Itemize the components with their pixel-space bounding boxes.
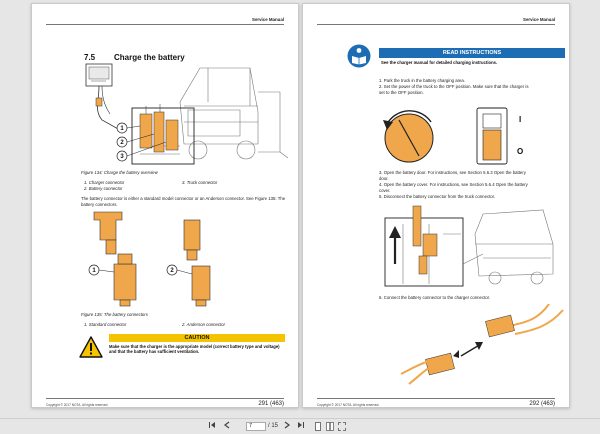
legend-anderson-connector: 2. Anderson connector (182, 322, 226, 327)
left-page: Service Manual 7.5 Charge the battery (31, 3, 299, 408)
header-rule (317, 24, 555, 25)
page-total: / 15 (268, 423, 279, 429)
last-page-button[interactable] (296, 421, 306, 432)
callout-135-1: 1 (92, 268, 96, 274)
read-instructions-label: READ INSTRUCTIONS (379, 48, 565, 58)
section-title: Charge the battery (114, 53, 185, 62)
step-1: 1. Park the truck in the battery chargin… (379, 78, 465, 83)
page-number: 291 (463) (258, 401, 284, 407)
warning-icon (79, 336, 103, 358)
footer-rule (317, 398, 555, 399)
footer-rule (46, 398, 284, 399)
switch-on-label: I (519, 115, 521, 124)
step-4: 4. Open the battery cover. For instructi… (379, 182, 528, 187)
last-page-icon (298, 422, 304, 428)
figure-134-illustration: 1 2 3 (85, 63, 289, 165)
step-3-cont: door. (379, 176, 389, 181)
disconnect-illustration (384, 205, 554, 287)
step-6: 6. Connect the battery connector to the … (379, 295, 491, 300)
caution-label: CAUTION (109, 334, 285, 342)
fullscreen-icon[interactable] (338, 422, 346, 431)
first-page-button[interactable] (207, 421, 217, 432)
legend-charger-connector: 1. Charger connector (84, 180, 125, 185)
step-5: 5. Disconnect the battery connector from… (379, 194, 496, 199)
read-manual-icon (347, 44, 371, 68)
page-header: Service Manual (252, 17, 284, 22)
callout-3: 3 (120, 154, 124, 160)
figure-135-caption: Figure 135: The battery connectors (81, 312, 148, 317)
step-3: 3. Open the battery door. For instructio… (379, 170, 526, 175)
first-page-icon (209, 422, 215, 428)
caution-box: CAUTION Make sure that the charger is th… (79, 334, 285, 360)
step-2-cont: set to the OFF position. (379, 90, 424, 95)
step-2: 2. Set the power of the truck to the OFF… (379, 84, 529, 89)
section-number: 7.5 (84, 53, 96, 62)
footer-copyright: Copyright © 2017 NOTA. All rights reserv… (46, 403, 109, 407)
figure-134-caption: Figure 134: Charge the battery overview (81, 170, 158, 175)
next-page-button[interactable] (282, 421, 292, 432)
right-page: Service Manual READ INSTRUCTIONS See the… (302, 3, 570, 408)
figure-135-illustration: 1 2 (88, 211, 211, 307)
page-number: 292 (463) (529, 401, 555, 407)
caution-text: Make sure that the charger is the approp… (109, 344, 280, 354)
prev-page-button[interactable] (222, 421, 232, 432)
page-header: Service Manual (523, 17, 555, 22)
power-switch-illustration: I O (383, 107, 523, 165)
read-instructions-text: See the charger manual for detailed char… (381, 60, 498, 65)
connect-illustration (400, 304, 564, 385)
callout-2: 2 (120, 140, 124, 146)
switch-off-label: O (517, 147, 523, 156)
viewer-toolbar: 7 / 15 (0, 418, 600, 434)
callout-135-2: 2 (170, 268, 174, 274)
page-number-input[interactable]: 7 (246, 422, 266, 431)
single-page-view-icon[interactable] (314, 422, 322, 431)
chevron-right-icon (284, 421, 290, 429)
header-rule (46, 24, 284, 25)
legend-truck-connector: 3. Truck connector (182, 180, 218, 185)
callout-1: 1 (120, 126, 124, 132)
footer-copyright: Copyright © 2017 NOTA. All rights reserv… (317, 403, 380, 407)
legend-standard-connector: 1. Standard connector (84, 322, 127, 327)
chevron-left-icon (224, 421, 230, 429)
two-page-view-icon[interactable] (326, 422, 334, 431)
legend-battery-connector: 2. Battery connector (84, 186, 123, 191)
step-4-cont: cover. (379, 188, 391, 193)
body-text: The battery connector is either a standa… (81, 196, 286, 207)
